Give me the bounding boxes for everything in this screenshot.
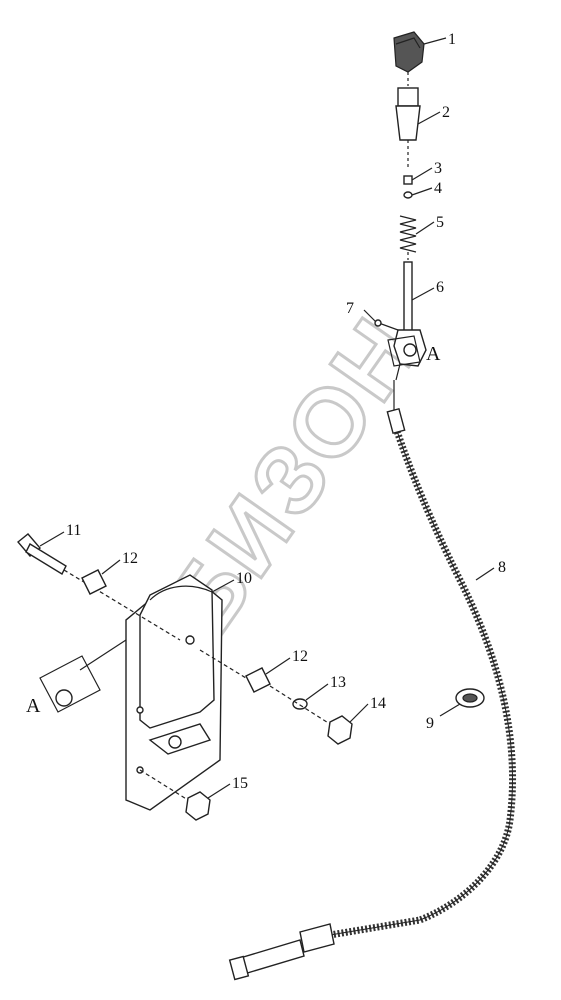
part-cable xyxy=(228,407,517,981)
part-nut-bottom xyxy=(139,769,211,821)
view-mark-a-top: A xyxy=(426,343,441,365)
view-mark-a-left: A xyxy=(26,695,41,717)
callout-12-upper: 12 xyxy=(122,550,138,567)
callout-4: 4 xyxy=(434,180,442,197)
part-nut-right xyxy=(269,685,353,745)
part-knob xyxy=(393,31,425,86)
part-bushing-upper xyxy=(81,569,107,595)
callout-13: 13 xyxy=(330,674,346,691)
callout-2: 2 xyxy=(442,104,450,121)
callout-5: 5 xyxy=(436,214,444,231)
part-bolt xyxy=(16,533,181,641)
part-grommet xyxy=(455,688,485,708)
callout-6: 6 xyxy=(436,279,444,296)
part-spring xyxy=(399,215,417,260)
callout-12-lower: 12 xyxy=(292,648,308,665)
part-sleeve xyxy=(395,87,421,170)
part-lever-rod xyxy=(393,261,427,420)
part-screw xyxy=(374,319,399,331)
callout-14: 14 xyxy=(370,695,386,712)
callout-11: 11 xyxy=(66,522,81,539)
callout-10: 10 xyxy=(236,570,252,587)
view-a-detail-top xyxy=(387,335,421,367)
callout-7: 7 xyxy=(346,300,354,317)
callout-1: 1 xyxy=(448,31,456,48)
part-small-washer xyxy=(403,191,413,199)
part-bracket xyxy=(125,574,223,811)
leader-lines xyxy=(39,37,495,799)
part-pin xyxy=(403,175,413,185)
callout-3: 3 xyxy=(434,160,442,177)
part-bushing-lower xyxy=(199,649,271,693)
callout-labels: 1 2 3 4 5 6 7 8 9 10 11 12 12 13 14 15 xyxy=(66,31,506,792)
callout-15: 15 xyxy=(232,775,248,792)
part-washer xyxy=(292,698,308,710)
callout-8: 8 xyxy=(498,559,506,576)
view-a-detail-left xyxy=(39,639,127,713)
callout-9: 9 xyxy=(426,715,434,732)
